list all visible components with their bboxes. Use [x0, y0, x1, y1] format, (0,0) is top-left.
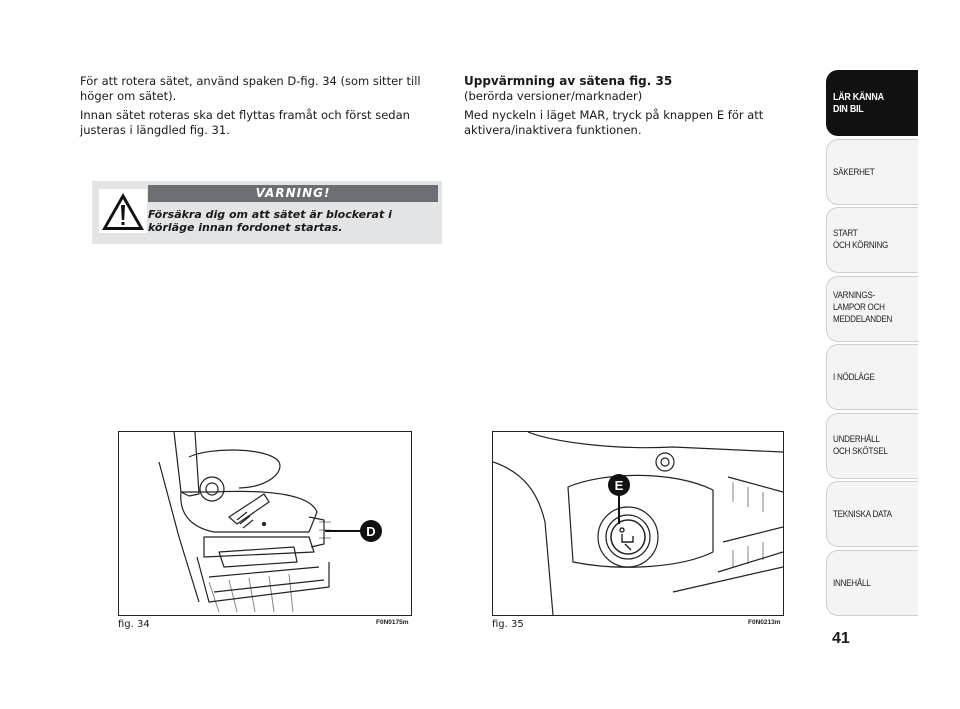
- tab-label: I NÖDLÄGE: [833, 372, 875, 383]
- tab-innehall[interactable]: INNEHÅLL: [826, 549, 918, 616]
- paragraph-rotate-seat: För att rotera sätet, använd spaken D-fi…: [80, 74, 421, 103]
- tab-label: SÄKERHET: [833, 166, 875, 178]
- figure-35-caption: fig. 35: [492, 619, 524, 630]
- warning-text: Försäkra dig om att sätet är blockerat i…: [148, 208, 392, 234]
- right-text-column: Uppvärmning av sätena fig. 35 (berörda v…: [464, 74, 784, 142]
- tab-label: TEKNISKA DATA: [833, 509, 892, 520]
- figure-35-code: F0N0213m: [748, 619, 781, 626]
- chapter-tabs: LÄR KÄNNA DIN BIL SÄKERHET START OCH KÖR…: [826, 70, 918, 618]
- label-d: D: [366, 524, 375, 539]
- warning-triangle-icon: [99, 189, 147, 233]
- section-subheading: (berörda versioner/marknader): [464, 88, 643, 103]
- tab-label: LÄR KÄNNA DIN BIL: [833, 91, 884, 115]
- tab-label: START OCH KÖRNING: [833, 228, 889, 251]
- seat-drawing: D: [158, 432, 382, 613]
- warning-box: VARNING! Försäkra dig om att sätet är bl…: [92, 181, 442, 244]
- tab-tekniska-data[interactable]: TEKNISKA DATA: [826, 481, 918, 547]
- figure-34-code: F0N0175m: [376, 619, 409, 626]
- left-text-column: För att rotera sätet, använd spaken D-fi…: [80, 74, 440, 142]
- tab-start-och-korning[interactable]: START OCH KÖRNING: [826, 207, 918, 273]
- tab-lar-kanna-din-bil[interactable]: LÄR KÄNNA DIN BIL: [826, 70, 918, 136]
- tab-varningslampor[interactable]: VARNINGS- LAMPOR OCH MEDDELANDEN: [826, 275, 918, 342]
- figure-35-heated-seat-button: E: [492, 431, 784, 616]
- warning-title: VARNING!: [148, 185, 438, 202]
- tab-sakerhet[interactable]: SÄKERHET: [826, 138, 918, 205]
- paragraph-heated-seats: Med nyckeln i läget MAR, tryck på knappe…: [464, 108, 764, 137]
- figure-34-caption: fig. 34: [118, 619, 150, 630]
- paragraph-adjust-seat: Innan sätet roteras ska det flyttas fram…: [80, 108, 410, 137]
- figure-34-seat-illustration: D: [118, 431, 412, 616]
- tab-label: INNEHÅLL: [833, 577, 871, 589]
- tab-underhall-och-skotsel[interactable]: UNDERHÅLL OCH SKÖTSEL: [826, 412, 918, 479]
- button-drawing: E: [493, 432, 783, 615]
- section-heading: Uppvärmning av sätena fig. 35: [464, 74, 673, 88]
- tab-label: VARNINGS- LAMPOR OCH MEDDELANDEN: [833, 289, 893, 325]
- tab-label: UNDERHÅLL OCH SKÖTSEL: [833, 433, 888, 457]
- tab-i-nodlage[interactable]: I NÖDLÄGE: [826, 344, 918, 410]
- page-number: 41: [832, 630, 850, 647]
- label-e: E: [615, 478, 624, 493]
